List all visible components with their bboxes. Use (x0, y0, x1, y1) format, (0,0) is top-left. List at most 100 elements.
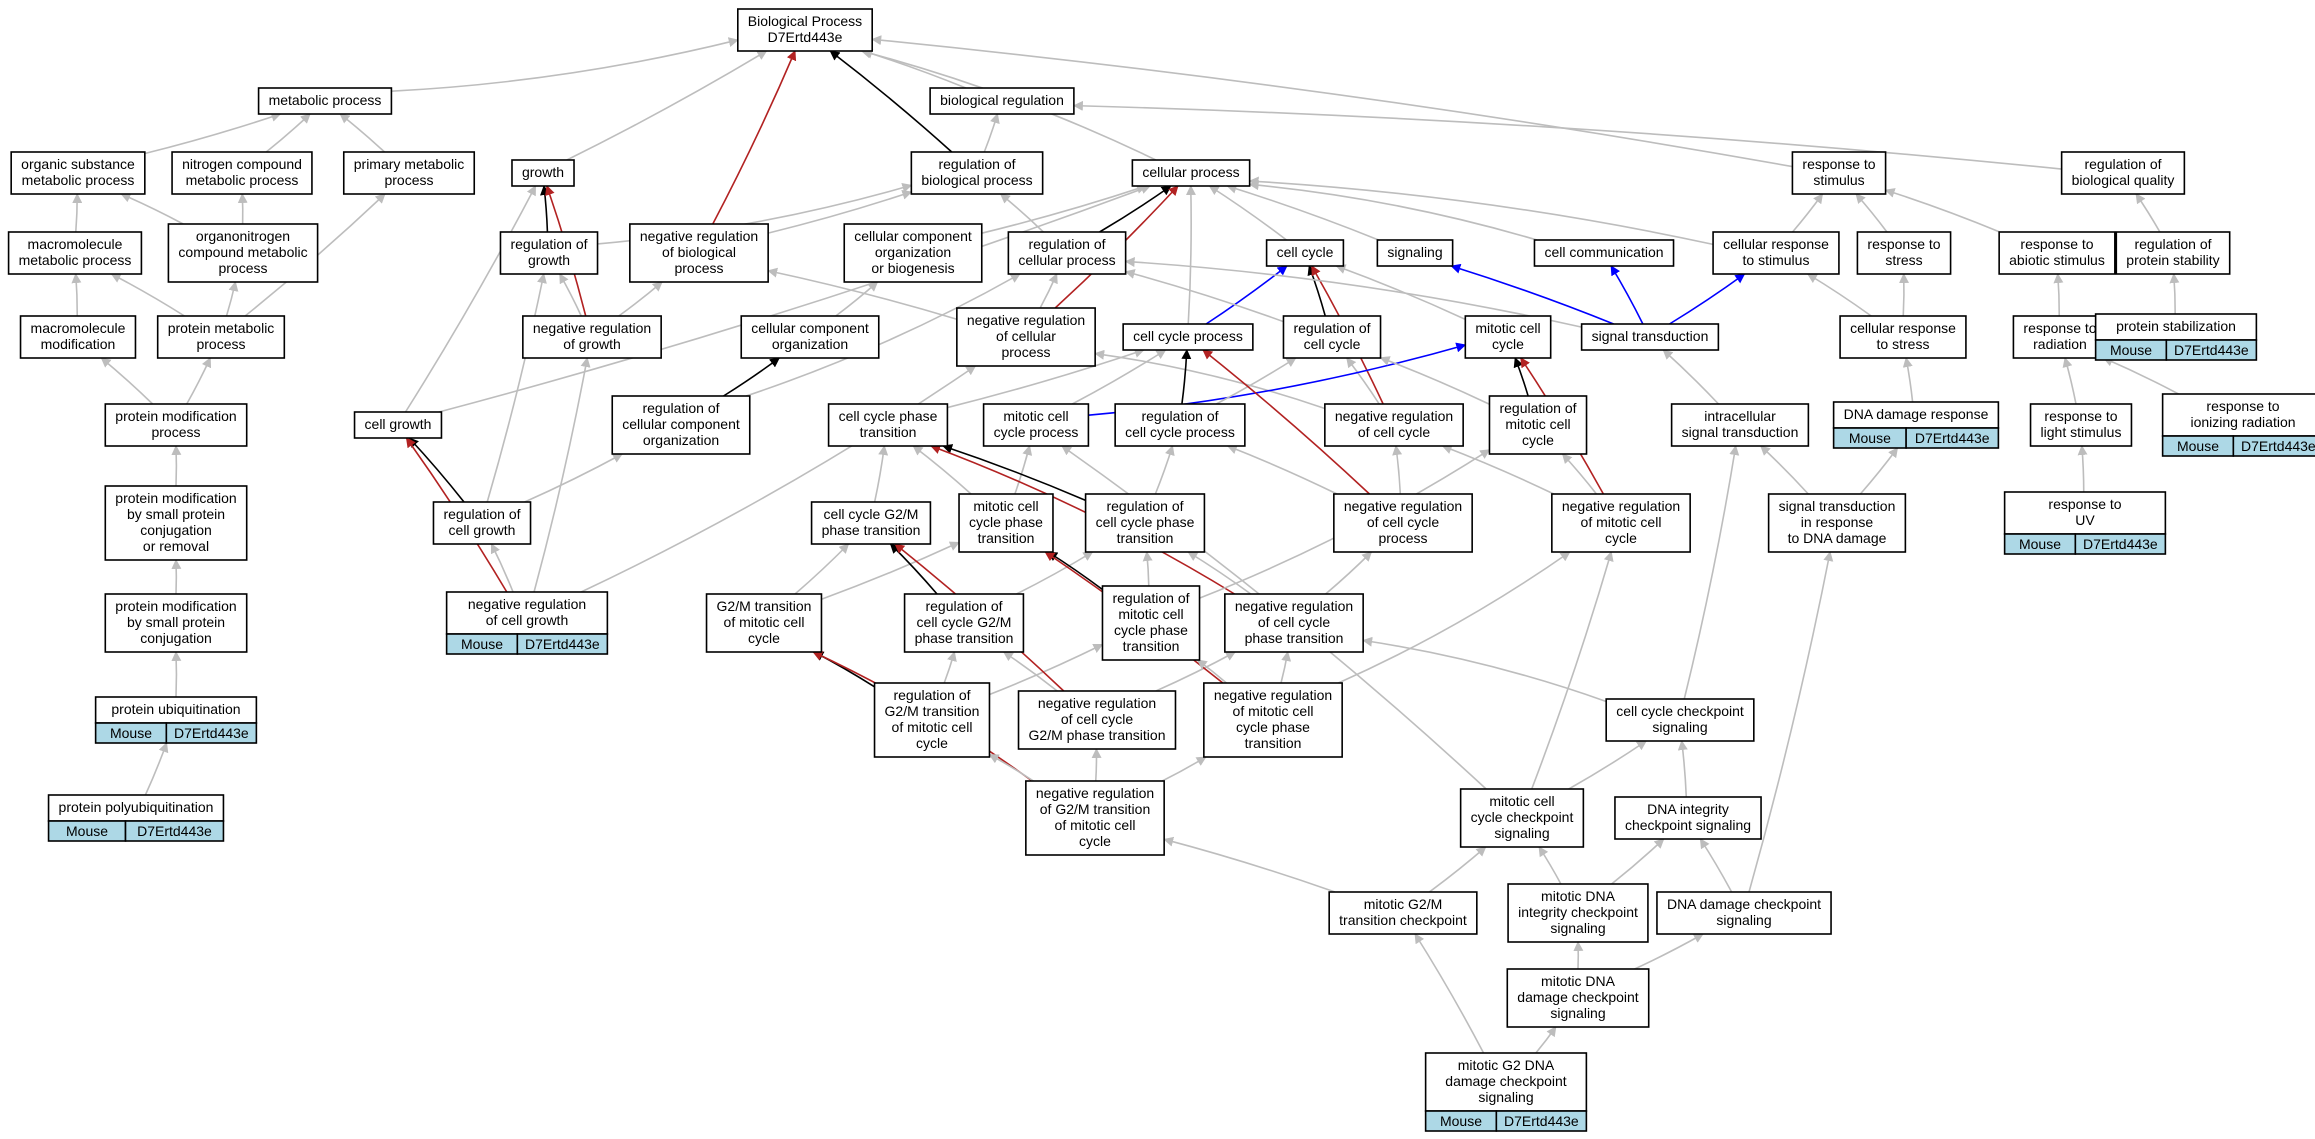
node-box (903, 593, 1025, 653)
node-label-line: by small protein (127, 506, 225, 522)
edge-is-a (72, 193, 83, 233)
go-term-node[interactable]: signaling (1376, 239, 1454, 267)
edge-is-a (120, 193, 184, 225)
node-box (1101, 585, 1201, 661)
node-box (1839, 315, 1967, 359)
node-box (432, 501, 532, 545)
node-label-line: to stimulus (1743, 252, 1810, 268)
edge-is-a (745, 273, 1021, 397)
go-term-node[interactable]: cell communication (1533, 239, 1675, 267)
node-label-line: intracellular (1704, 408, 1776, 424)
go-term-node[interactable]: biological regulation (929, 87, 1075, 115)
edge-is-a (1124, 269, 1284, 323)
go-term-node[interactable]: cell cycle process (1122, 323, 1254, 351)
edge-is-a (1248, 176, 1714, 246)
go-term-node[interactable]: metabolic process (257, 87, 393, 115)
go-term-node[interactable]: growth (511, 159, 575, 187)
node-box (511, 159, 575, 187)
edge-positively-regulates (1450, 263, 1614, 325)
node-label-line: organization (875, 244, 951, 260)
edge-is-a (524, 453, 623, 503)
edge-positively-regulates (1610, 265, 1644, 325)
node-box (10, 151, 146, 195)
edge-is-a (1248, 180, 1538, 241)
go-term-node[interactable]: cell growth (353, 411, 443, 439)
go-term-node[interactable]: signal transduction (1580, 323, 1720, 351)
go-term-node[interactable]: cell cycle (1265, 239, 1345, 267)
gene-symbol-label: D7Ertd443e (174, 725, 249, 741)
node-label-line: negative regulation (1214, 687, 1332, 703)
go-term-node[interactable]: cellular process (1131, 159, 1251, 187)
node-label-line: response to (2048, 496, 2121, 512)
